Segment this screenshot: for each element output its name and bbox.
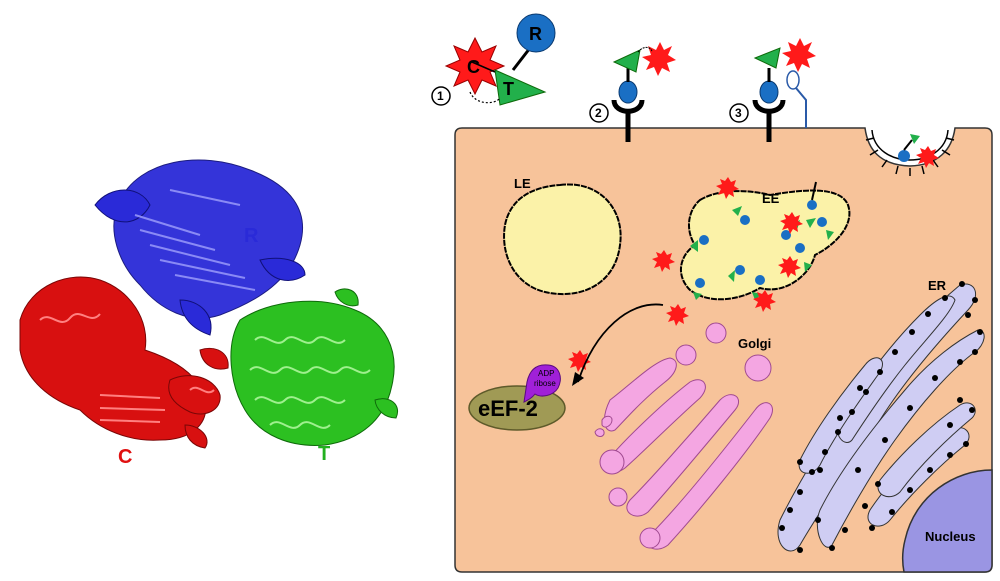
r-domain-strands xyxy=(134,189,256,291)
late-endosome: LE xyxy=(503,176,622,296)
endoplasmic-reticulum: ER xyxy=(777,278,985,553)
membrane-receptor-3 xyxy=(752,38,816,142)
label-ee: EE xyxy=(762,191,780,206)
label-r: R xyxy=(244,225,259,247)
step-2-marker: 2 xyxy=(589,103,609,123)
early-endosome: EE xyxy=(680,181,851,301)
golgi-apparatus: Golgi xyxy=(594,322,773,550)
svg-text:2: 2 xyxy=(595,106,602,120)
step-3-marker: 3 xyxy=(729,103,749,123)
mini-label-c: C xyxy=(467,57,480,77)
receptor-binding-domain-circle xyxy=(516,13,556,53)
mini-label-r: R xyxy=(529,24,542,44)
t-domain-helices xyxy=(249,336,371,429)
clathrin-coated-pit xyxy=(865,129,955,176)
toxin-schematic: C T R xyxy=(444,13,556,106)
svg-text:1: 1 xyxy=(437,89,444,103)
catalytic-star-2 xyxy=(642,42,676,76)
label-golgi: Golgi xyxy=(738,336,771,351)
label-er: ER xyxy=(928,278,947,293)
catalytic-domain-star xyxy=(444,36,506,96)
released-catalytic-domains xyxy=(568,177,803,372)
furin-protease xyxy=(795,87,807,128)
label-t: T xyxy=(318,443,330,465)
label-le: LE xyxy=(514,176,531,191)
mini-label-t: T xyxy=(503,79,514,99)
endosome-toxin-receptor-complexes xyxy=(690,181,834,300)
toxin-structure: R C T xyxy=(19,159,398,468)
t-domain-structure xyxy=(230,288,398,446)
step-1-marker: 1 xyxy=(431,86,451,106)
translocation-arrow xyxy=(572,303,664,386)
adp-ribose-tag xyxy=(523,364,561,403)
label-c: C xyxy=(118,446,132,468)
catalytic-star-3 xyxy=(782,38,816,72)
adp-ribose-label-line2: ribose xyxy=(534,379,556,388)
svg-text:3: 3 xyxy=(735,106,742,120)
label-nucleus: Nucleus xyxy=(925,529,976,544)
c-domain-helices xyxy=(39,313,215,423)
c-domain-structure xyxy=(19,276,229,449)
adp-ribose-label-line1: ADP xyxy=(538,369,554,378)
eef2-protein xyxy=(468,385,566,431)
membrane-receptor-2 xyxy=(611,42,676,142)
r-domain-structure xyxy=(94,159,306,336)
translocation-domain-triangle xyxy=(494,69,547,106)
eef2-target: eEF-2 ADP ribose xyxy=(468,364,566,431)
nucleus: Nucleus xyxy=(901,469,993,573)
er-ribosomes xyxy=(779,281,983,553)
